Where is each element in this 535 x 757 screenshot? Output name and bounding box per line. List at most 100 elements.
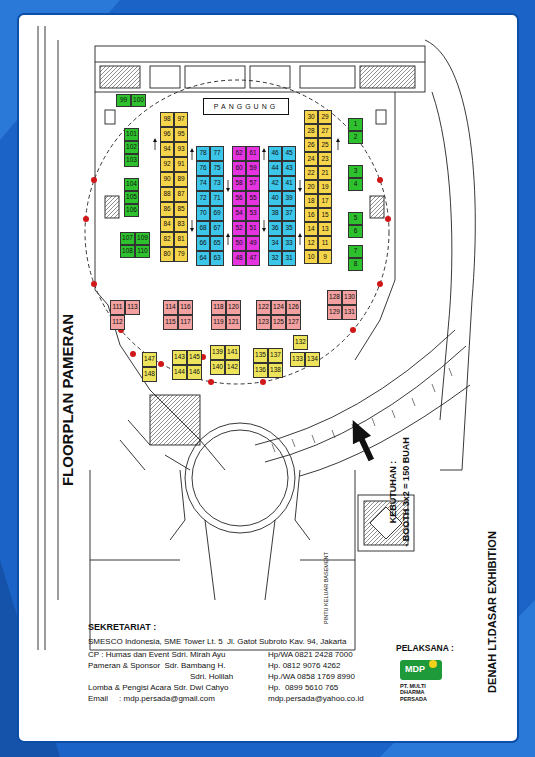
booth: 50 (232, 236, 246, 251)
booth: 94 (160, 142, 174, 157)
booth: 92 (160, 157, 174, 172)
booth: 39 (282, 191, 296, 206)
booth-number: 99 (120, 97, 127, 104)
booth-number: 101 (126, 131, 137, 138)
booth: 86 (160, 202, 174, 217)
booth: 126 (286, 300, 301, 315)
booth-number: 139 (212, 349, 223, 356)
booth-number: 84 (163, 221, 170, 228)
booth-number: 35 (285, 225, 292, 232)
booth: 2 (348, 131, 363, 144)
booth: 13 (318, 222, 332, 236)
booth-number: 24 (307, 156, 314, 163)
booth-number: 12 (307, 240, 314, 247)
booth-number: 112 (112, 319, 122, 326)
booth-number: 134 (307, 356, 318, 363)
booth: 28 (304, 124, 318, 138)
booth-number: 27 (321, 128, 328, 135)
booth-number: 95 (177, 131, 184, 138)
booth: 12 (304, 236, 318, 250)
booth-number: 11 (322, 240, 329, 247)
booth-number: 2 (354, 134, 358, 141)
booth: 128 (327, 290, 342, 305)
booth: 103 (124, 154, 139, 167)
booth: 54 (232, 206, 246, 221)
booth: 111 (110, 300, 125, 315)
booth-number: 128 (329, 294, 340, 301)
booth-number: 110 (137, 248, 147, 255)
booth: 30 (304, 110, 318, 124)
booth-number: 118 (213, 304, 223, 311)
booth: 53 (246, 206, 260, 221)
booth-number: 33 (285, 240, 292, 247)
booth-number: 21 (321, 170, 328, 177)
booth-number: 83 (177, 221, 184, 228)
booth: 127 (286, 315, 301, 330)
booth: 41 (282, 176, 296, 191)
booth: 9 (318, 250, 332, 264)
booth: 45 (282, 146, 296, 161)
booth: 115 (163, 315, 178, 330)
booth: 90 (160, 172, 174, 187)
booth: 35 (282, 221, 296, 236)
booth: 59 (246, 161, 260, 176)
booth-number: 97 (177, 116, 184, 123)
booth: 98 (160, 112, 174, 127)
booth-number: 122 (258, 304, 269, 311)
booth: 52 (232, 221, 246, 236)
booth-number: 87 (177, 191, 184, 198)
booth-number: 104 (126, 181, 137, 188)
booth-number: 63 (213, 255, 220, 262)
booth: 64 (196, 251, 210, 266)
booth: 5 (348, 212, 363, 225)
booth: 25 (318, 138, 332, 152)
requirement-label: - BOOTH 3x2 = 150 BUAH (401, 437, 411, 546)
booth-number: 47 (249, 255, 256, 262)
booth-number: 113 (127, 304, 137, 311)
booth: 57 (246, 176, 260, 191)
booth: 113 (125, 300, 140, 315)
booth: 99 (116, 94, 131, 107)
booth-number: 98 (163, 116, 170, 123)
booth-number: 49 (249, 240, 256, 247)
booth: 101 (124, 128, 139, 141)
booth-number: 72 (199, 195, 206, 202)
contact-name: CP : Humas dan Event Sdri. Mirah Ayu (88, 650, 226, 659)
booth: 123 (256, 315, 271, 330)
booth-number: 123 (258, 319, 269, 326)
booth-number: 135 (255, 352, 266, 359)
booth-number: 106 (126, 207, 137, 214)
booth: 14 (304, 222, 318, 236)
booth: 8 (348, 258, 363, 271)
booth-number: 3 (354, 168, 358, 175)
booth-number: 137 (270, 352, 281, 359)
booth-number: 86 (163, 206, 170, 213)
booth-number: 88 (163, 191, 170, 198)
booth: 107 (120, 232, 135, 245)
requirement-label: KEBUTUHAN : (388, 461, 398, 524)
booth: 72 (196, 191, 210, 206)
booth-number: 91 (177, 161, 184, 168)
booth-number: 4 (354, 181, 358, 188)
booth: 137 (268, 348, 283, 363)
booth: 56 (232, 191, 246, 206)
booth-number: 46 (271, 150, 278, 157)
booth: 93 (174, 142, 188, 157)
booth: 10 (304, 250, 318, 264)
booth: 29 (318, 110, 332, 124)
booth: 42 (268, 176, 282, 191)
booth-number: 74 (199, 180, 206, 187)
booth-number: 64 (199, 255, 206, 262)
booth: 71 (210, 191, 224, 206)
booth-number: 44 (271, 165, 278, 172)
booth: 139 (210, 345, 225, 360)
booth: 49 (246, 236, 260, 251)
booth: 18 (304, 194, 318, 208)
email: mdp.persada@yahoo.co.id (268, 694, 364, 703)
booth: 104 (124, 178, 139, 191)
booth: 37 (282, 206, 296, 221)
booth: 144 (172, 365, 187, 380)
booth-number: 1 (354, 121, 358, 128)
booth-number: 42 (271, 180, 278, 187)
booth: 124 (271, 300, 286, 315)
